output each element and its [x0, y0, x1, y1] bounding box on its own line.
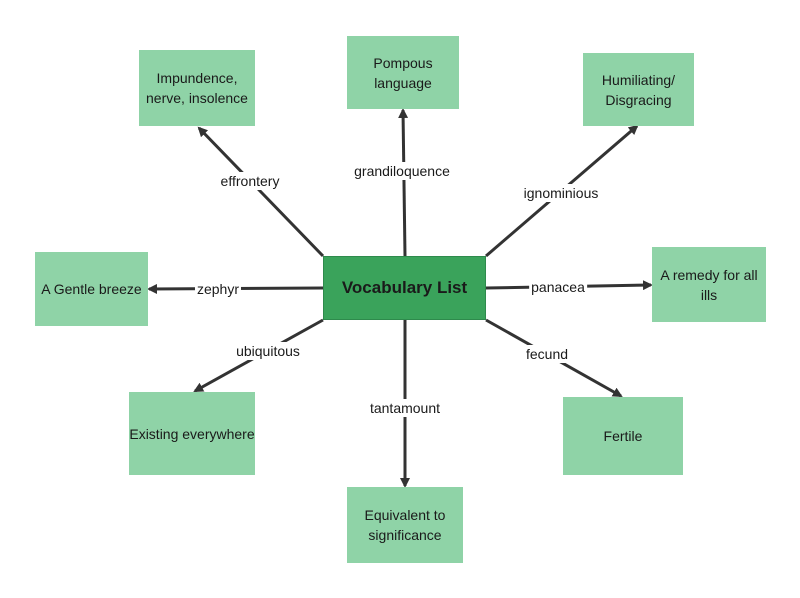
meaning-zephyr[interactable]: A Gentle breeze: [35, 252, 148, 326]
edge-label-effrontery: effrontery: [218, 172, 282, 190]
edge-label-grandiloquence: grandiloquence: [352, 162, 452, 180]
connector-grandiloquence: [398, 108, 409, 257]
edge-label-ubiquitous: ubiquitous: [234, 342, 302, 360]
connector-effrontery: [197, 126, 325, 258]
meaning-tantamount[interactable]: Equivalent to significance: [347, 487, 463, 563]
edge-label-fecund: fecund: [523, 345, 571, 363]
edge-label-zephyr: zephyr: [194, 280, 242, 298]
edge-label-tantamount: tantamount: [367, 399, 443, 417]
center-node[interactable]: Vocabulary List: [323, 256, 486, 320]
meaning-grandiloquence[interactable]: Pompous language: [347, 36, 459, 109]
meaning-ignominious[interactable]: Humiliating/ Disgracing: [583, 53, 694, 126]
edge-label-panacea: panacea: [529, 278, 587, 296]
edge-label-ignominious: ignominious: [521, 184, 601, 202]
meaning-fecund[interactable]: Fertile: [563, 397, 683, 475]
meaning-ubiquitous[interactable]: Existing everywhere: [129, 392, 255, 475]
meaning-panacea[interactable]: A remedy for all ills: [652, 247, 766, 322]
meaning-effrontery[interactable]: Impundence, nerve, insolence: [139, 50, 255, 126]
